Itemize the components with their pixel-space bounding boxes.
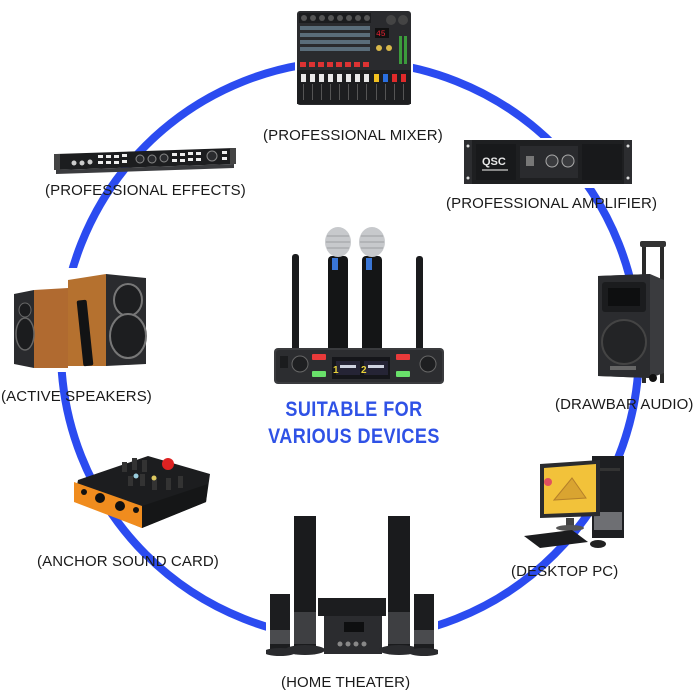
active-speakers bbox=[12, 268, 148, 372]
anchor-sound-card bbox=[70, 448, 212, 528]
headline-line-2: VARIOUS DEVICES bbox=[268, 425, 440, 448]
wireless-microphone-system: 1 2 bbox=[272, 226, 446, 386]
professional-amplifier-label: (PROFESSIONAL AMPLIFIER) bbox=[446, 195, 658, 212]
mixer-console-icon: 45 bbox=[295, 8, 413, 108]
headline-line-1: SUITABLE FOR bbox=[285, 398, 423, 421]
effects-processor-icon bbox=[54, 148, 236, 174]
home-theater-icon bbox=[266, 512, 438, 660]
receiver-channel-2: 2 bbox=[361, 365, 367, 376]
drawbar-audio bbox=[590, 238, 672, 383]
professional-mixer-label: (PROFESSIONAL MIXER) bbox=[263, 127, 443, 144]
professional-effects bbox=[52, 144, 238, 176]
receiver-channel-1: 1 bbox=[333, 365, 339, 376]
home-theater-label: (HOME THEATER) bbox=[281, 674, 411, 691]
anchor-sound-card-label: (ANCHOR SOUND CARD) bbox=[37, 553, 219, 570]
headline: SUITABLE FOR VARIOUS DEVICES bbox=[265, 396, 444, 450]
home-theater bbox=[266, 512, 438, 660]
wireless-microphone-icon: 1 2 bbox=[274, 227, 444, 384]
drawbar-audio-label: (DRAWBAR AUDIO) bbox=[555, 396, 694, 413]
professional-amplifier: QSC bbox=[462, 138, 634, 188]
desktop-pc bbox=[522, 452, 628, 552]
active-speakers-label: (ACTIVE SPEAKERS) bbox=[1, 388, 152, 405]
power-amplifier-icon: QSC bbox=[462, 138, 634, 188]
desktop-computer-icon bbox=[524, 456, 624, 548]
bookshelf-speakers-icon bbox=[12, 268, 148, 372]
svg-text:QSC: QSC bbox=[482, 156, 506, 168]
sound-card-icon bbox=[74, 456, 210, 528]
professional-mixer: 45 bbox=[295, 8, 413, 108]
professional-effects-label: (PROFESSIONAL EFFECTS) bbox=[45, 182, 246, 199]
svg-text:45: 45 bbox=[376, 30, 386, 39]
trolley-speaker-icon bbox=[598, 241, 666, 383]
desktop-pc-label: (DESKTOP PC) bbox=[511, 563, 619, 580]
